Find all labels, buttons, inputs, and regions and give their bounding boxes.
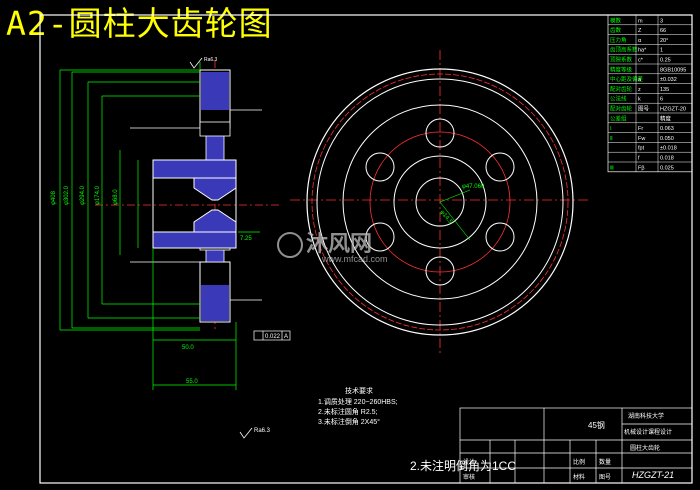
drawing-number: HZGZT-21 (632, 470, 674, 480)
web-hole-1 (425, 118, 455, 148)
parameter-table-cell: 0.025 (660, 165, 674, 171)
tb-qty: 数量 (599, 458, 611, 466)
parameter-table-cell: 6 (660, 97, 663, 103)
parameter-table-cell: 压力角 (610, 36, 627, 44)
roughness-symbol-bottom: Ra6.3 (239, 427, 271, 439)
dim-d4: φ174.0 (95, 185, 101, 205)
parameter-table-cell: Ⅰ (610, 126, 612, 132)
parameter-table-cell: HZGZT-20 (660, 107, 686, 113)
front-view (290, 50, 590, 355)
parameter-table-cell: α (638, 38, 642, 44)
tolerance-value: 0.022 (265, 334, 281, 340)
dim-d1: φ408 (51, 190, 57, 205)
svg-text:Ra6.3: Ra6.3 (204, 57, 218, 63)
web-hole-5 (365, 222, 395, 252)
tolerance-frame: 0.022 A (253, 330, 291, 341)
school-label: 湖南科技大学 (628, 412, 664, 420)
parameter-table-cell: 0.25 (660, 58, 671, 64)
tech-req-item-1: 1.调质处理 220~260HBS; (318, 397, 398, 406)
parameter-table-cell: 3 (660, 18, 663, 24)
parameter-table-cell: ±0.018 (660, 146, 677, 152)
tb-review: 审核 (463, 473, 475, 481)
parameter-table-cell: 顶隙系数 (610, 56, 633, 64)
parameter-table-cell: Fβ (638, 165, 645, 171)
parameter-table-cell: ha* (638, 48, 647, 54)
watermark-url: www.mfcad.com (321, 254, 388, 264)
parameter-table-cell: 135 (660, 87, 669, 93)
watermark-name: 沐风网 (306, 231, 372, 256)
tech-req-item-3: 3.未标注倒角 2X45° (318, 417, 380, 426)
parameter-table-cell: 齿顶高系数 (610, 46, 638, 54)
parameter-table-cell: 1 (660, 48, 663, 54)
parameter-table-cell: Ⅱ (610, 136, 613, 142)
parameter-table-cell: 0.050 (660, 136, 674, 142)
parameter-table-cell: 0.018 (660, 156, 674, 162)
bore-circle (415, 177, 465, 227)
dept-label: 机械设计课程设计 (624, 428, 672, 436)
section-view (95, 60, 280, 330)
addendum-circle (306, 68, 574, 336)
parameter-table-cell: Fw (638, 136, 645, 142)
parameter-table-cell: Z (638, 28, 642, 34)
roughness-symbol-top: Ra6.3 (189, 57, 218, 69)
parameter-table-cell: 精度等级 (610, 65, 633, 73)
parameter-table-cell: 图号 (638, 105, 650, 113)
tb-drawing-no: 图号 (599, 474, 611, 481)
parameter-table-cell: 模数 (610, 16, 622, 24)
web-hole-2 (485, 152, 515, 182)
parameter-table-cell: Fr (638, 126, 643, 132)
tech-req-item-2: 2.未标注圆角 R2.5; (318, 407, 378, 416)
parameter-table-cell: 8GB10095 (660, 67, 686, 73)
parameter-table-cell: z (638, 87, 641, 93)
part-name-label: 圆柱大齿轮 (630, 444, 660, 452)
parameter-table-cell: k (638, 97, 641, 103)
parameter-table-cell: 精度 (660, 114, 672, 122)
tb-scale: 比例 (573, 458, 585, 466)
web-hole-6 (365, 152, 395, 182)
drawing-border (39, 14, 693, 484)
web-hole-4 (425, 256, 455, 286)
hole-pitch-circle (369, 131, 511, 273)
parameter-table-cell: 齿数 (610, 26, 622, 34)
pitch-circle (311, 73, 569, 331)
tech-req-heading: 技术要求 (345, 386, 373, 395)
dim-total-len: 55.0 (186, 379, 198, 385)
drawing-title: A2-圆柱大齿轮图 (6, 4, 273, 43)
web-hole-3 (485, 222, 515, 252)
datum-label: A (284, 334, 288, 340)
dedendum-circle (316, 78, 564, 326)
parameter-table-cell: 公差组 (610, 114, 627, 122)
title-block (459, 407, 693, 484)
parameter-table-cell: 20° (660, 38, 668, 44)
hub-circle (393, 155, 487, 249)
parameter-table-cell: 配对齿轮 (610, 105, 633, 113)
dim-pcd: φ47.060 (462, 184, 485, 190)
parameter-table-cell: ±0.032 (660, 77, 677, 83)
parameter-table-cell: 66 (660, 28, 666, 34)
tb-material: 材料 (573, 473, 585, 481)
dimension-lines (59, 62, 260, 390)
parameter-table-cell: f (638, 156, 640, 162)
dim-gap: 7.25 (240, 236, 252, 242)
watermark: 沐风网 www.mfcad.com (277, 231, 388, 264)
svg-text:Ra6.3: Ra6.3 (254, 428, 271, 434)
dim-hub-len: 50.0 (182, 345, 194, 351)
parameter-table-cell: 0.063 (660, 126, 674, 132)
tb-design: 设计 (463, 458, 475, 466)
dim-d5: φ68.0 (113, 189, 119, 205)
parameter-table-cell: 中心距及偏差 (610, 75, 644, 83)
parameter-table-cell: a (638, 77, 642, 83)
parameter-table-cell: 配对齿轮 (610, 85, 633, 93)
parameter-table-cell: c* (638, 58, 644, 64)
parameter-table-cell: m (638, 18, 643, 24)
parameter-table-cell: Ⅲ (610, 165, 614, 171)
dim-d2: φ302.0 (64, 185, 70, 205)
parameter-table-cell: fpt (638, 146, 645, 152)
rim-inner-circle (342, 104, 538, 300)
dim-d3: φ294.0 (80, 185, 86, 205)
parameter-table-cell: 公法线 (610, 95, 627, 103)
material-label: 45钢 (588, 420, 605, 430)
